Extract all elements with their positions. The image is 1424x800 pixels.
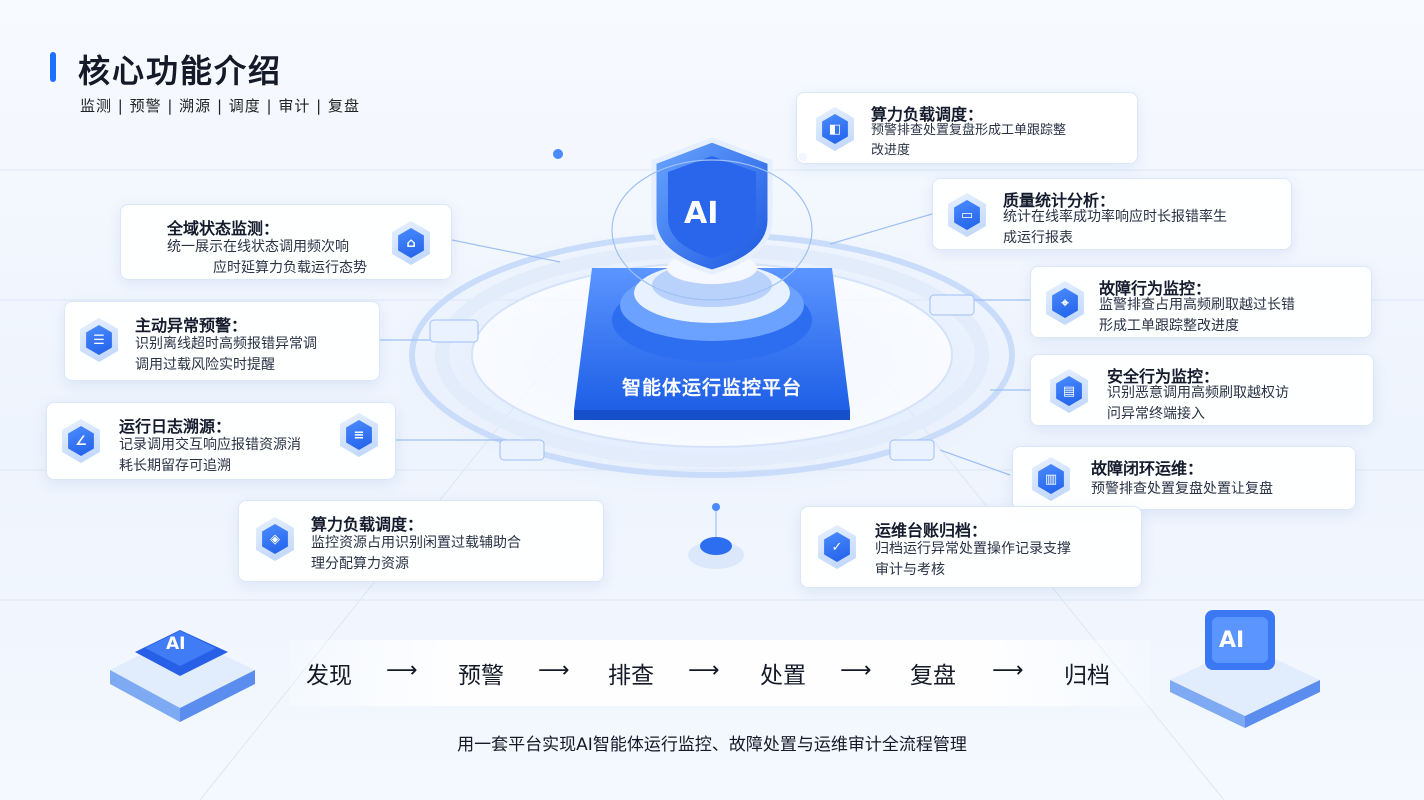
log-icon: ≡: [340, 413, 378, 457]
feature-card-compute-scheduling-left[interactable]: ◈ 算力负载调度： 监控资源占用识别闲置过载辅助合 理分配算力资源: [238, 500, 604, 582]
card-title: 运维台账归档：: [875, 521, 988, 540]
flow-arrow: ⟶: [386, 658, 418, 683]
platform-label: 智能体运行监控平台: [621, 376, 802, 399]
feature-card-anomaly-alert[interactable]: ☰ 主动异常预警： 识别离线超时高频报错异常调 调用过载风险实时提醒: [64, 301, 380, 381]
flow-arrow: ⟶: [688, 658, 720, 683]
flow-step-investigate: 排查: [608, 663, 654, 689]
flow-arrow: ⟶: [992, 658, 1024, 683]
card-desc: 统计在线率成功率响应时长报错率生 成运行报表: [1003, 209, 1227, 246]
feature-card-quality-analysis[interactable]: ▭ 质量统计分析： 统计在线率成功率响应时长报错率生 成运行报表: [932, 178, 1292, 250]
feature-card-status-monitoring[interactable]: 全域状态监测： 统一展示在线状态调用频次响 应时延算力负载运行态势 ⌂: [120, 204, 452, 280]
check-shield-icon: ✓: [818, 525, 856, 569]
flow-step-review: 复盘: [910, 663, 956, 689]
shield-icon: ◈: [256, 517, 294, 561]
shield-ai-label: AI: [684, 196, 719, 231]
feature-card-fault-closed-loop[interactable]: ▥ 故障闭环运维： 预警排查处置复盘处置让复盘: [1012, 446, 1356, 510]
card-title: 安全行为监控：: [1107, 367, 1220, 386]
card-title: 故障行为监控：: [1099, 279, 1212, 298]
card-title: 运行日志溯源：: [119, 417, 232, 436]
feature-card-fault-monitoring[interactable]: ⌖ 故障行为监控： 监警排查占用高频刷取越过长错 形成工单跟踪整改进度: [1030, 266, 1372, 338]
flow-step-handle: 处置: [760, 663, 806, 689]
flow-step-discover: 发现: [306, 663, 352, 689]
lock-icon: ▤: [1050, 369, 1088, 413]
feature-card-ops-archive[interactable]: ✓ 运维台账归档： 归档运行异常处置操作记录支撑 审计与考核: [800, 506, 1142, 588]
flow-arrow: ⟶: [840, 658, 872, 683]
title-accent-bar: [50, 52, 56, 82]
card-desc: 识别恶意调用高频刷取越权访 问异常终端接入: [1107, 385, 1289, 422]
database-icon: ▥: [1032, 457, 1070, 501]
flow-arrow: ⟶: [538, 658, 570, 683]
flow-band: [290, 640, 1150, 706]
feature-card-compute-scheduling-right[interactable]: ◧ 算力负载调度： 预警排查处置复盘形成工单跟踪整 改进度: [796, 92, 1138, 164]
box-icon: ◧: [816, 107, 854, 151]
card-title: 算力负载调度：: [311, 515, 424, 534]
feature-card-log-tracing[interactable]: ∠ 运行日志溯源： 记录调用交互响应报错资源消 耗长期留存可追溯 ≡: [46, 402, 396, 480]
card-desc: 预警排查处置复盘处置让复盘: [1091, 481, 1273, 497]
card-desc: 监控资源占用识别闲置过载辅助合 理分配算力资源: [311, 535, 521, 572]
card-title: 主动异常预警：: [135, 316, 248, 335]
page-title: 核心功能介绍: [78, 52, 283, 90]
footer-tagline: 用一套平台实现AI智能体运行监控、故障处置与运维审计全流程管理: [457, 735, 967, 755]
document-icon: ☰: [80, 318, 118, 362]
card-desc: 预警排查处置复盘形成工单跟踪整 改进度: [871, 123, 1067, 158]
card-desc: 归档运行异常处置操作记录支撑 审计与考核: [875, 541, 1071, 578]
card-title: 全域状态监测：: [167, 219, 280, 238]
card-desc: 统一展示在线状态调用频次响 应时延算力负载运行态势: [167, 239, 367, 276]
chart-icon: ∠: [62, 419, 100, 463]
card-title: 故障闭环运维：: [1091, 459, 1204, 478]
card-title: 算力负载调度：: [871, 105, 984, 124]
card-title: 质量统计分析：: [1003, 191, 1116, 210]
card-desc: 监警排查占用高频刷取越过长错 形成工单跟踪整改进度: [1099, 297, 1295, 334]
location-icon: ⌖: [1046, 281, 1084, 325]
card-desc: 识别离线超时高频报错异常调 调用过载风险实时提醒: [135, 336, 317, 373]
flow-step-alert: 预警: [458, 663, 504, 689]
page-subtitle: 监测 | 预警 | 溯源 | 调度 | 审计 | 复盘: [80, 97, 360, 115]
report-icon: ▭: [948, 193, 986, 237]
right-chip-ai-label: AI: [1219, 628, 1245, 653]
feature-card-security-monitoring[interactable]: ▤ 安全行为监控： 识别恶意调用高频刷取越权访 问异常终端接入: [1030, 354, 1374, 426]
flow-step-archive: 归档: [1064, 663, 1110, 689]
card-desc: 记录调用交互响应报错资源消 耗长期留存可追溯: [119, 437, 301, 474]
left-chip-ai-label: AI: [166, 634, 186, 654]
